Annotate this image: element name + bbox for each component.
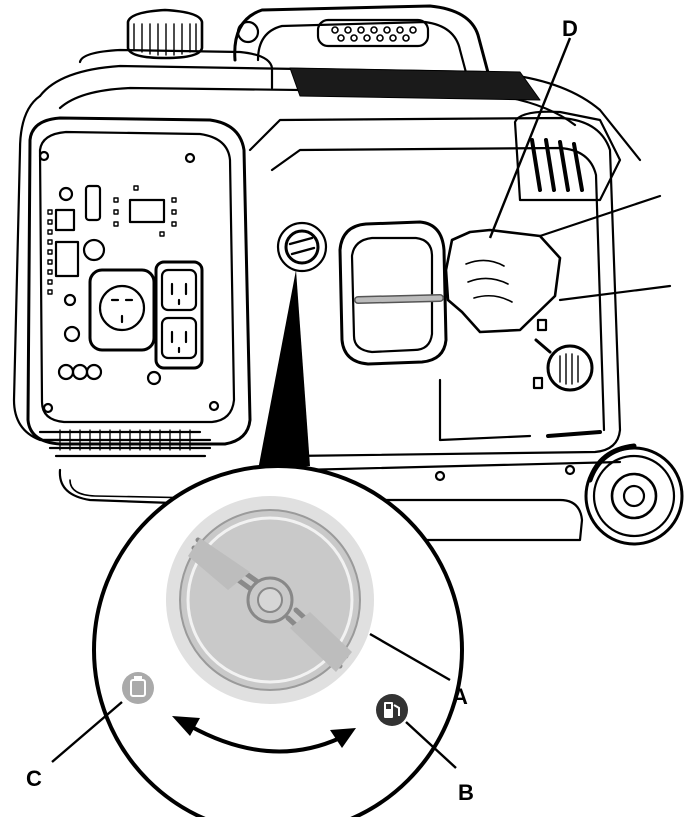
propane-tank-icon bbox=[122, 672, 154, 704]
fuel-valve-knob-icon bbox=[166, 496, 374, 704]
callout-d: D bbox=[562, 16, 578, 41]
callout-b: B bbox=[458, 780, 474, 805]
zoom-connector bbox=[258, 270, 310, 470]
callout-a: A bbox=[452, 684, 468, 709]
leader-lines bbox=[51, 37, 572, 769]
callout-c: C bbox=[26, 766, 42, 791]
rotation-arrow bbox=[172, 716, 356, 754]
zoom-detail bbox=[92, 464, 464, 817]
fuel-pump-icon bbox=[376, 694, 408, 726]
generator-body bbox=[12, 4, 684, 546]
